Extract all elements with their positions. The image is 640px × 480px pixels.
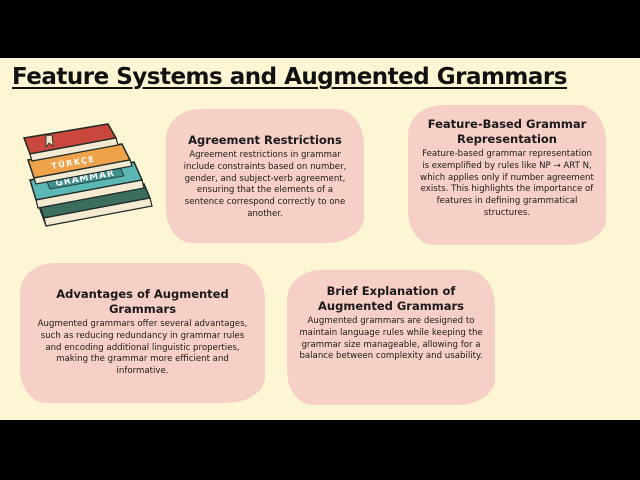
card-brief-explanation: Brief Explanation of Augmented Grammars … [287,270,495,405]
book-top [22,123,119,162]
card-advantages-augmented-grammars: Advantages of Augmented Grammars Augment… [20,263,265,403]
slide: Feature Systems and Augmented Grammars G… [0,58,640,420]
slide-title: Feature Systems and Augmented Grammars [12,64,567,90]
card-heading: Agreement Restrictions [188,133,342,147]
books-stack-icon: GRAMMAR TÜRKÇE [22,123,153,227]
card-body: Augmented grammars offer several advanta… [37,319,248,377]
card-body: Augmented grammars are designed to maint… [299,316,483,362]
card-heading: Advantages of Augmented Grammars [56,287,229,316]
card-feature-based-grammar: Feature-Based Grammar Representation Fea… [408,105,606,245]
card-heading: Feature-Based Grammar Representation [427,117,587,146]
card-agreement-restrictions: Agreement Restrictions Agreement restric… [166,109,364,243]
card-body: Feature-based grammar representation is … [420,149,594,218]
card-heading: Brief Explanation of Augmented Grammars [318,284,464,313]
card-body: Agreement restrictions in grammar includ… [183,150,347,219]
